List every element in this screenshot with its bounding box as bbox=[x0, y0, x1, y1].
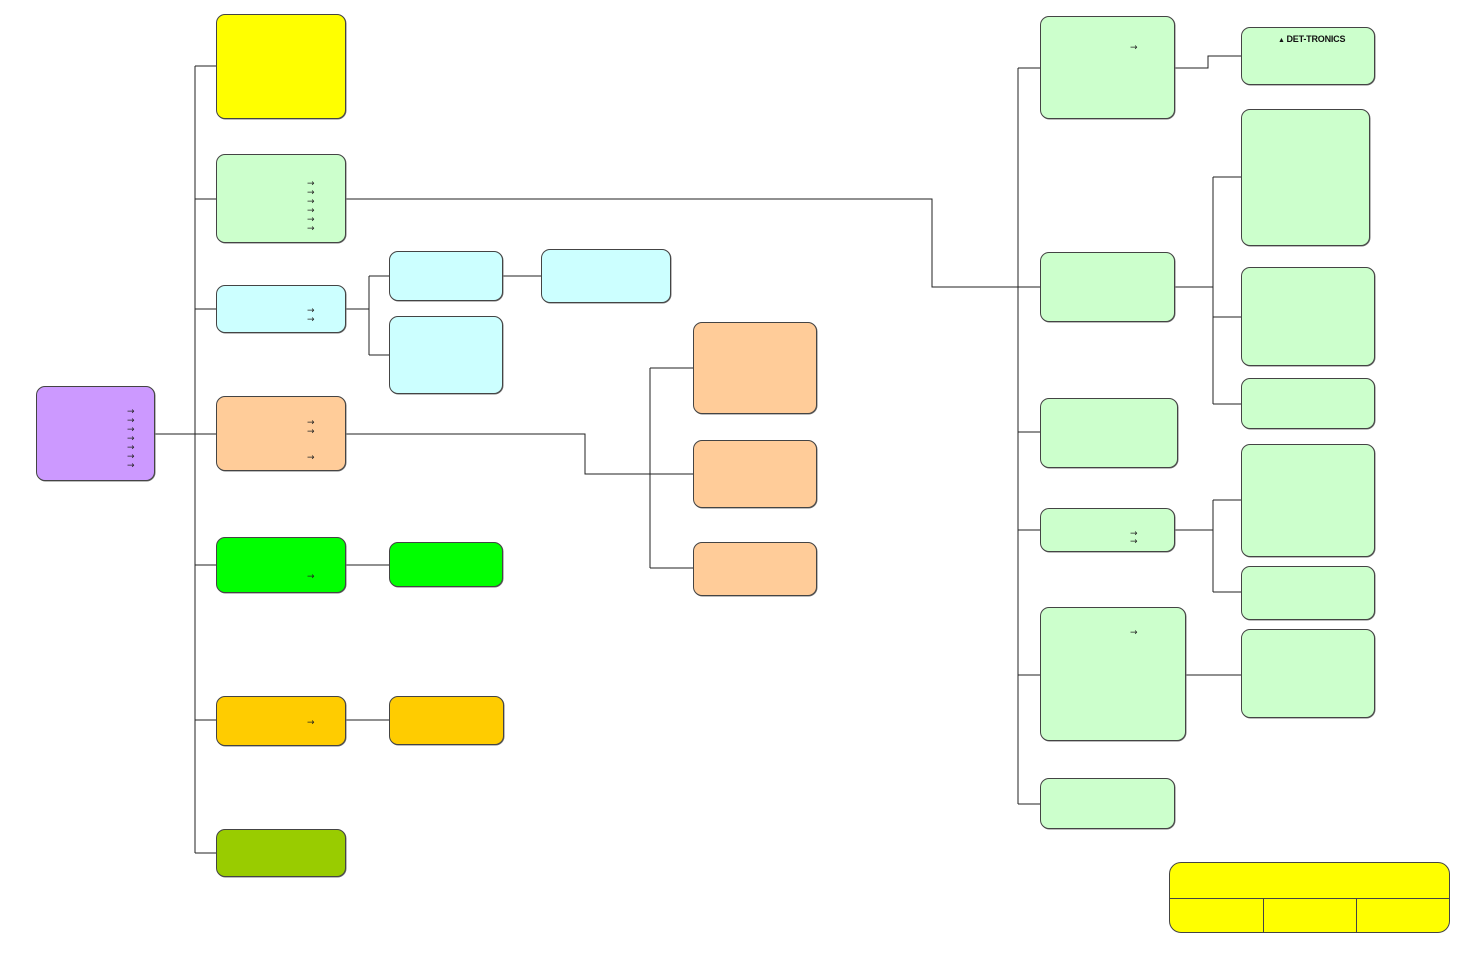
green-hub-node bbox=[216, 154, 346, 243]
brand-logo: ▲ DET-TRONICS bbox=[1278, 34, 1345, 44]
right-d-child-2-node bbox=[1241, 566, 1375, 620]
right-c-node bbox=[1040, 398, 1178, 468]
right-e-child-node bbox=[1241, 629, 1375, 718]
arrow-icon: → bbox=[127, 461, 135, 471]
peach-child-a-node bbox=[693, 322, 817, 414]
arrow-icon: → bbox=[127, 443, 135, 453]
peach-child-c-node bbox=[693, 542, 817, 596]
legend-cell-1 bbox=[1170, 899, 1264, 932]
arrow-icon: → bbox=[307, 427, 315, 437]
logo-text: DET-TRONICS bbox=[1286, 34, 1346, 44]
right-b-child-3-node bbox=[1241, 378, 1375, 429]
right-b-branch bbox=[1175, 176, 1241, 405]
arrow-icon: → bbox=[307, 179, 315, 189]
legend-box bbox=[1169, 862, 1450, 933]
right-a-to-child bbox=[1175, 55, 1241, 69]
arrow-icon: → bbox=[307, 418, 315, 428]
peach-hub-node bbox=[216, 396, 346, 471]
arrow-icon: → bbox=[307, 215, 315, 225]
bright-green-child-node bbox=[389, 542, 503, 587]
right-d-branch bbox=[1175, 499, 1241, 593]
arrow-icon: → bbox=[307, 306, 315, 316]
arrow-icon: → bbox=[127, 416, 135, 426]
root-node bbox=[36, 386, 155, 481]
peach-spine bbox=[649, 367, 693, 569]
amber-child-node bbox=[389, 696, 504, 745]
olive-node bbox=[216, 829, 346, 877]
yellow-node bbox=[216, 14, 346, 119]
arrow-icon: → bbox=[307, 188, 315, 198]
right-f-node bbox=[1040, 778, 1175, 829]
arrow-icon: → bbox=[307, 315, 315, 325]
cyan-hub-node bbox=[216, 285, 346, 333]
arrow-icon: → bbox=[127, 434, 135, 444]
arrow-icon: → bbox=[1130, 43, 1138, 53]
legend-header-cell bbox=[1170, 863, 1449, 899]
arrow-icon: → bbox=[307, 453, 315, 463]
right-a-child-node bbox=[1241, 27, 1375, 85]
cyan-hub-branch bbox=[346, 275, 389, 356]
cyan-child-a-node bbox=[389, 251, 503, 301]
right-b-node bbox=[1040, 252, 1175, 322]
arrow-icon: → bbox=[307, 197, 315, 207]
amber-node bbox=[216, 696, 346, 746]
green-hub-to-right-spine bbox=[346, 198, 1018, 288]
cyan-child-b-node bbox=[389, 316, 503, 394]
arrow-icon: → bbox=[127, 407, 135, 417]
right-d-node bbox=[1040, 508, 1175, 552]
right-b-child-2-node bbox=[1241, 267, 1375, 366]
arrow-icon: → bbox=[307, 572, 315, 582]
peach-hub-to-spine bbox=[346, 433, 650, 475]
bright-green-node bbox=[216, 537, 346, 593]
arrow-icon: → bbox=[307, 224, 315, 234]
triangle-icon: ▲ bbox=[1278, 37, 1287, 44]
right-a-node bbox=[1040, 16, 1175, 119]
right-b-child-1-node bbox=[1241, 109, 1370, 246]
legend-cell-3 bbox=[1357, 899, 1449, 932]
right-d-child-1-node bbox=[1241, 444, 1375, 557]
arrow-icon: → bbox=[307, 718, 315, 728]
arrow-icon: → bbox=[1130, 537, 1138, 547]
arrow-icon: → bbox=[1130, 628, 1138, 638]
arrow-icon: → bbox=[1130, 529, 1138, 539]
peach-child-b-node bbox=[693, 440, 817, 508]
right-e-node bbox=[1040, 607, 1186, 741]
arrow-icon: → bbox=[307, 206, 315, 216]
arrow-icon: → bbox=[127, 425, 135, 435]
cyan-grandchild-node bbox=[541, 249, 671, 303]
arrow-icon: → bbox=[127, 452, 135, 462]
legend-cell-2 bbox=[1264, 899, 1357, 932]
